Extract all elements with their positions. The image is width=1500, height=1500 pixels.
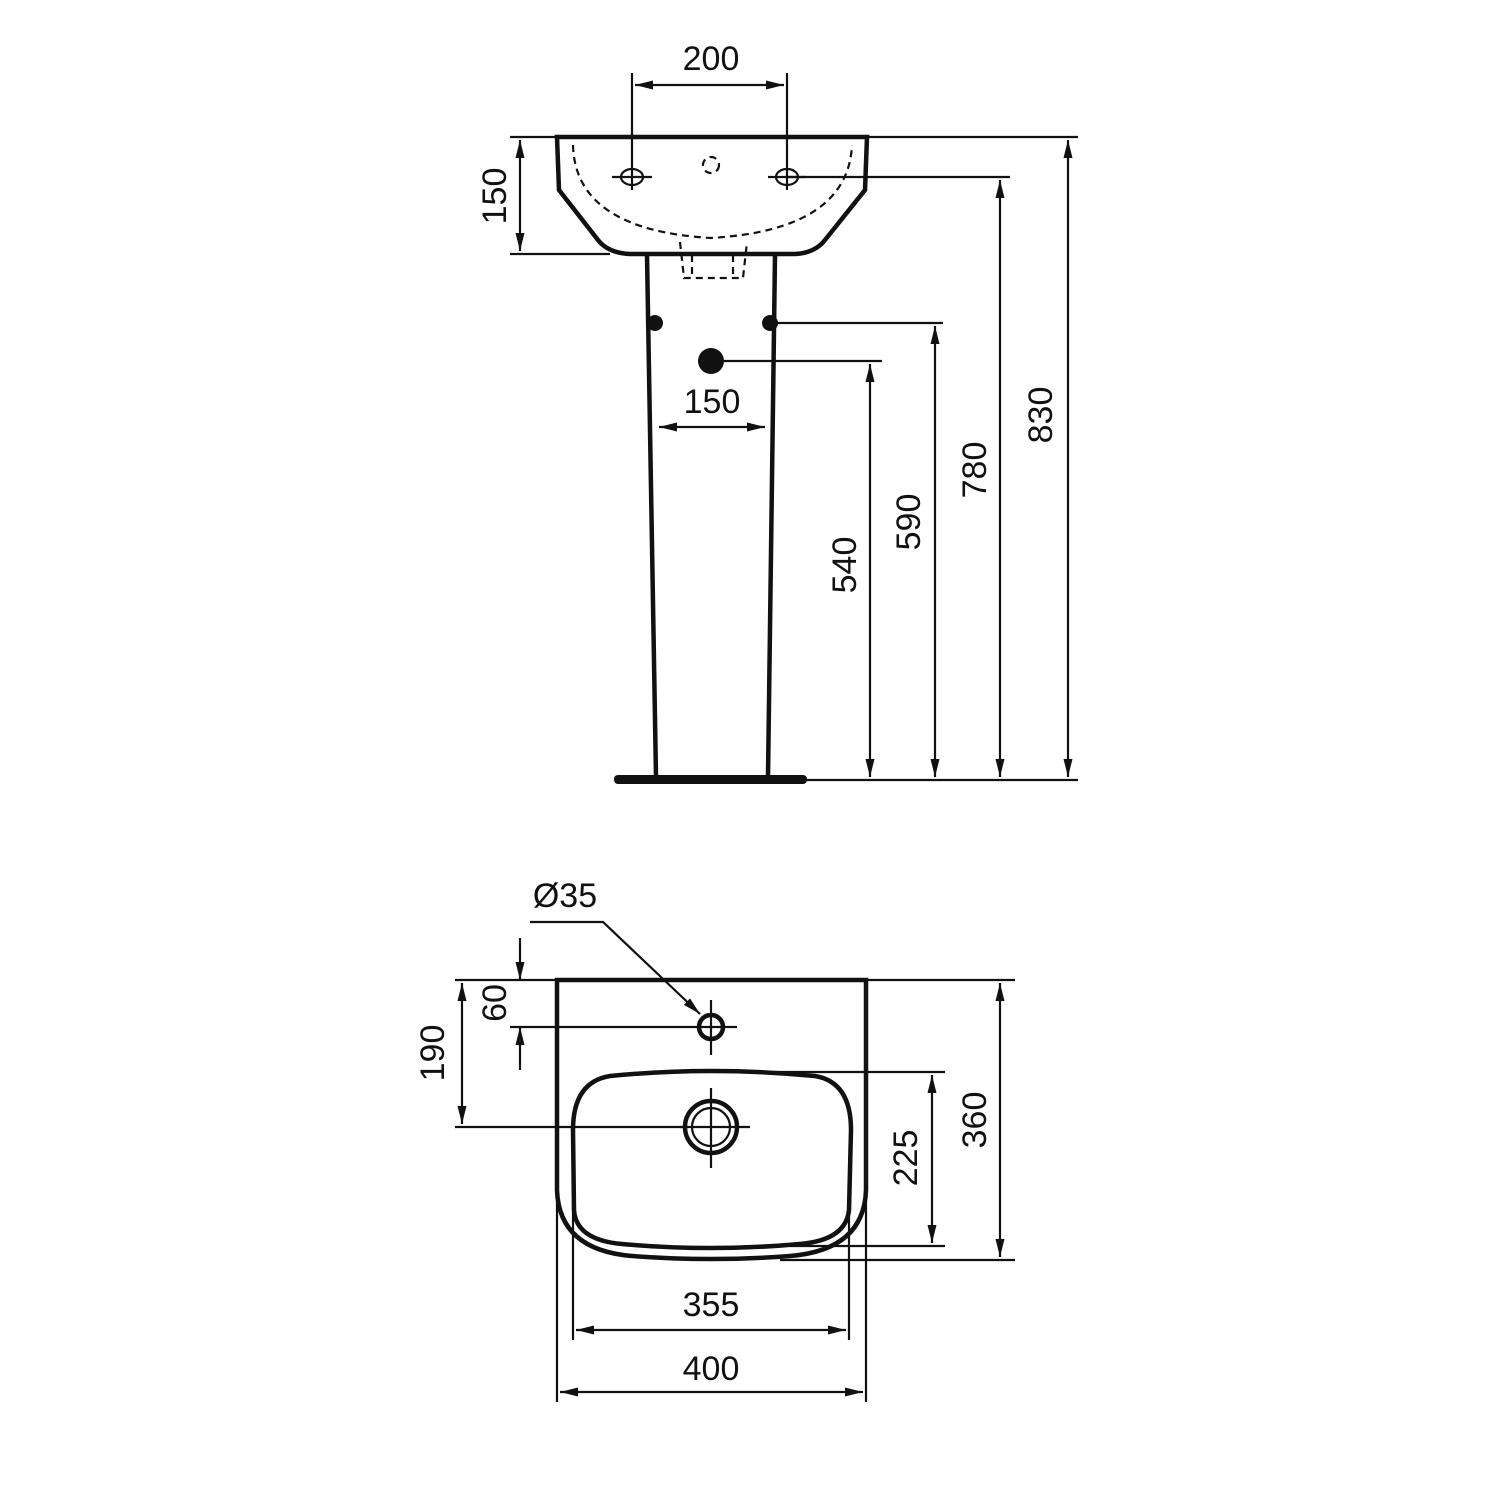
dim-fixing-height: 590	[890, 494, 928, 551]
pedestal-left-edge	[644, 254, 659, 778]
waste-hole-icon	[680, 1088, 750, 1168]
dim-pedestal-hole-spacing: 150	[684, 383, 741, 421]
dim-bowl-depth: 225	[887, 1130, 925, 1187]
dim-overall-width: 400	[683, 1350, 740, 1388]
tap-hole-icon	[690, 1000, 737, 1055]
dim-tap-height: 780	[956, 442, 994, 499]
dim-tap-hole-offset: 60	[476, 984, 514, 1022]
basin-bowl-hidden	[571, 144, 854, 240]
dim-tap-hole-diameter: Ø35	[533, 877, 597, 915]
elevation-view: 200 150 150 540 590 780 830	[476, 40, 1078, 784]
basin-plan-outline	[554, 977, 869, 1262]
pedestal-right-edge	[765, 254, 778, 778]
basin-outline	[554, 134, 870, 257]
pedestal-base	[614, 775, 807, 784]
fixing-point-left	[647, 315, 663, 331]
dim-bowl-width: 355	[683, 1286, 740, 1324]
dim-basin-depth: 150	[476, 168, 514, 225]
dim-waste-height: 540	[826, 537, 864, 594]
overflow-icon	[701, 155, 721, 175]
dim-overall-height: 830	[1022, 387, 1060, 444]
plan-view: Ø35 60 190 225 360 355 400	[414, 877, 1015, 1402]
dim-tap-spacing: 200	[683, 40, 740, 78]
trap-hidden	[678, 241, 749, 280]
dim-overall-depth: 360	[956, 1092, 994, 1149]
dim-waste-offset: 190	[414, 1025, 452, 1082]
